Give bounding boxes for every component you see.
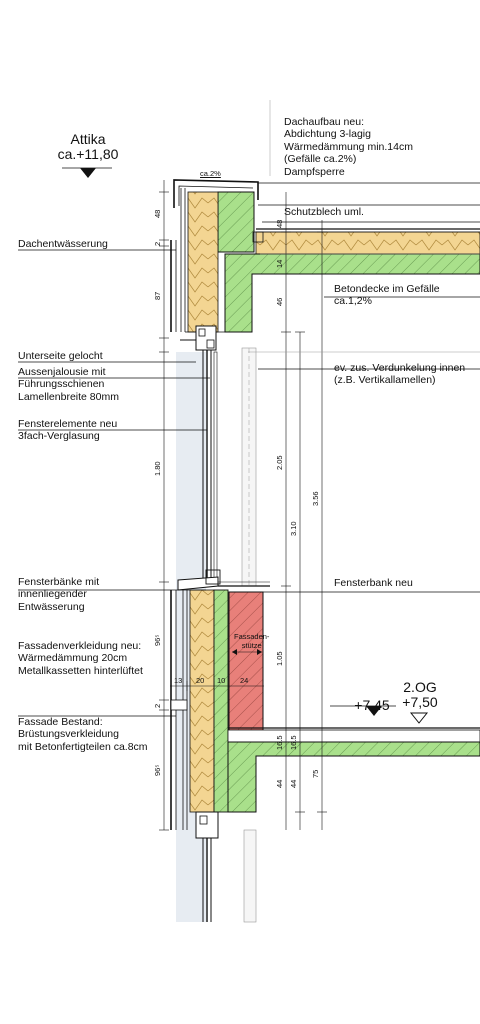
leader-lines-left (18, 249, 210, 717)
parapet (170, 589, 264, 830)
label-jalousie: Aussenjalousie mit Führungsschienen Lame… (18, 366, 119, 403)
dimension-lines (159, 180, 327, 831)
label-fassadenverkleidung: Fassadenverkleidung neu: Wärmedämmung 20… (18, 640, 143, 677)
og-level-value: +7,50 (402, 694, 438, 710)
label-fenster-line-1: Fensterelemente neu (18, 418, 118, 430)
label-fassadenverkleidung-line-1: Fassadenverkleidung neu: (18, 640, 142, 652)
dim-h20: 20 (196, 676, 204, 685)
label-bestand-line-1: Fassade Bestand: (18, 716, 103, 728)
label-betondecke-line-1: Betondecke im Gefälle (334, 283, 440, 295)
label-fensterbaenke-line-2: innenliegender (18, 588, 87, 601)
label-fensterbaenke: Fensterbänke mit innenliegender Entwässe… (18, 576, 99, 613)
label-dachaufbau: Dachaufbau neu: Abdichtung 3-lagig Wärme… (284, 116, 413, 178)
window-sill (177, 569, 270, 591)
dim-h13: 13 (174, 676, 182, 685)
label-bestand-line-3: mit Betonfertigteilen ca.8cm (18, 740, 148, 753)
dim-96b: 96⁵ (153, 765, 162, 776)
label-betondecke: Betondecke im Gefälle ca.1,2% (334, 283, 440, 308)
roof-build-up (170, 179, 480, 333)
label-unterseite-line-1: Unterseite gelocht (18, 350, 103, 362)
column-arrow-right-icon (257, 649, 262, 655)
label-verdunkelung-line-1: ev. zus. Verdunkelung innen (334, 362, 466, 374)
floor-level-value: +7,45 (354, 697, 390, 713)
label-fassadenstuetze-line-2: stütze (241, 641, 262, 650)
dim-205: 2.05 (275, 455, 284, 470)
label-fassadenstuetze: Fassaden- stütze (234, 632, 269, 650)
dim-87: 87 (153, 292, 162, 300)
dim-h10: 10 (217, 676, 225, 685)
slope-label: ca.2% (200, 168, 221, 180)
attika-level-label: Attika ca.+11,80 (52, 132, 124, 162)
label-dachentwaesserung: Dachentwässerung (18, 238, 108, 250)
dim-h24: 24 (240, 676, 248, 685)
dim-75: 75 (311, 770, 320, 778)
label-fensterbaenke-line-1: Fensterbänke mit (18, 576, 100, 588)
label-jalousie-line-1: Aussenjalousie mit (18, 366, 106, 378)
label-verdunkelung: ev. zus. Verdunkelung innen (z.B. Vertik… (334, 362, 465, 387)
leader-lines-right (258, 182, 480, 593)
dim-2a: 2 (153, 242, 162, 246)
dim-14: 14 (275, 260, 284, 268)
label-dachaufbau-line-2: Abdichtung 3-lagig (284, 128, 371, 141)
slope-value: ca.2% (200, 169, 221, 178)
label-fassadenstuetze-line-1: Fassaden- (234, 632, 270, 641)
label-jalousie-line-3: Lamellenbreite 80mm (18, 390, 119, 403)
label-schutzblech-line-1: Schutzblech uml. (284, 206, 364, 218)
attika-name: Attika (70, 131, 106, 147)
og-level-label: 2.OG +7,50 (396, 680, 444, 710)
label-fensterbank-line-1: Fensterbank neu (334, 577, 413, 589)
dim-96a: 96⁵ (153, 635, 162, 646)
label-dachaufbau-line-1: Dachaufbau neu: (284, 116, 364, 128)
label-bestand: Fassade Bestand: Brüstungsverkleidung mi… (18, 716, 148, 753)
dim-44b: 44 (289, 780, 298, 788)
dim-310: 3.10 (289, 521, 298, 536)
window-head-lower (195, 811, 257, 923)
label-verdunkelung-line-2: (z.B. Vertikallamellen) (334, 374, 436, 387)
label-dachaufbau-line-4: (Gefälle ca.2%) (284, 153, 357, 166)
column-arrow-left-icon (232, 649, 237, 655)
floor-slab (227, 727, 480, 813)
label-unterseite: Unterseite gelocht (18, 350, 103, 362)
label-dachaufbau-line-5: Dampfsperre (284, 165, 345, 178)
og-level-name: 2.OG (403, 679, 437, 695)
floor-level-label: +7,45 (350, 698, 394, 713)
window-head (180, 325, 217, 351)
label-dachaufbau-line-3: Wärmedämmung min.14cm (284, 140, 413, 153)
dim-356: 3.56 (311, 491, 320, 506)
dim-105: 1.05 (275, 651, 284, 666)
label-jalousie-line-2: Führungsschienen (18, 378, 105, 391)
dim-165b: 16.5 (289, 735, 298, 750)
label-fensterbaenke-line-3: Entwässerung (18, 600, 85, 613)
dim-165a: 16.5 (275, 735, 284, 750)
label-fenster-line-2: 3fach-Verglasung (18, 430, 100, 443)
label-fensterbank: Fensterbank neu (334, 577, 413, 589)
dimension-texts: 48 2 87 1.80 96⁵ 2 96⁵ 48 14 46 2.05 3.1… (153, 210, 320, 788)
label-fenster: Fensterelemente neu 3fach-Verglasung (18, 418, 117, 443)
reference-lines (248, 100, 480, 353)
dim-48a: 48 (153, 210, 162, 218)
level-markers (62, 167, 429, 724)
dim-44a: 44 (275, 780, 284, 788)
label-fassadenverkleidung-line-2: Wärmedämmung 20cm (18, 652, 128, 665)
dim-46: 46 (275, 298, 284, 306)
attika-value: ca.+11,80 (57, 146, 119, 162)
dim-48b: 48 (275, 220, 284, 228)
window-section (202, 347, 257, 587)
dim-180: 1.80 (153, 461, 162, 476)
label-bestand-line-2: Brüstungsverkleidung (18, 728, 119, 741)
label-schutzblech: Schutzblech uml. (284, 206, 364, 218)
label-fassadenverkleidung-line-3: Metallkassetten hinterlüftet (18, 664, 143, 677)
label-betondecke-line-2: ca.1,2% (334, 295, 372, 308)
label-dachentwaesserung-line-1: Dachentwässerung (18, 238, 108, 250)
dim-2b: 2 (153, 704, 162, 708)
